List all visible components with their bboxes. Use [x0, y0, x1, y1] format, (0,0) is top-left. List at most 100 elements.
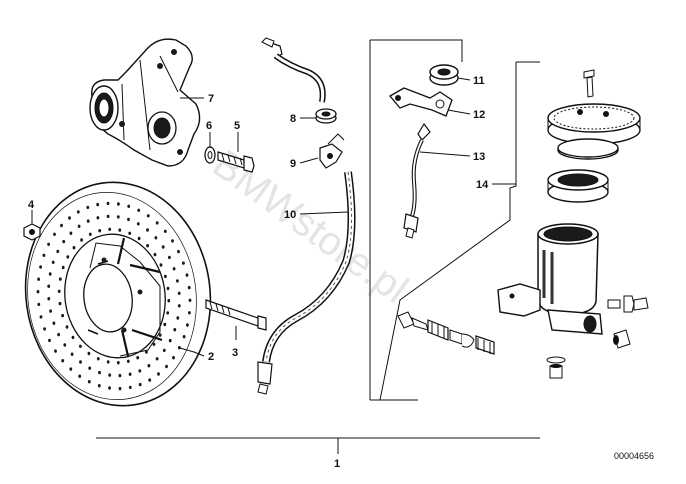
callout-8: 8 [290, 113, 296, 125]
disc-hole [42, 253, 46, 257]
disc-hole [155, 357, 159, 361]
disc-hole [148, 378, 152, 382]
disc-hole [37, 302, 41, 307]
disc-hole [166, 286, 170, 291]
disc-hole [72, 246, 76, 250]
disc-hole [57, 289, 61, 293]
disc-hole [68, 216, 71, 220]
disc-hole [136, 222, 140, 226]
disc-hole [96, 202, 100, 207]
callout-4: 4 [28, 199, 35, 211]
disc-hole [165, 364, 168, 369]
disc-hole [69, 367, 73, 371]
disc-hole [79, 360, 82, 364]
callout-11: 11 [473, 75, 485, 87]
disc-hole [177, 304, 181, 308]
disc-hole [118, 386, 122, 391]
disc-hole [108, 227, 112, 231]
disc-hole [138, 382, 142, 387]
disc-hole [118, 228, 122, 232]
disc-hole [49, 309, 52, 313]
disc-hole [61, 265, 65, 270]
disc-hole [98, 229, 102, 233]
callout-5: 5 [234, 120, 240, 132]
disc-hole [136, 356, 140, 360]
disc-hole [86, 205, 90, 210]
diaphragm-plate [557, 138, 619, 160]
disc-hole [36, 290, 40, 294]
disc-hole [176, 316, 180, 320]
disc-hole [155, 221, 159, 225]
disc-hole [80, 238, 83, 242]
disc-hole [164, 274, 167, 279]
disc-hole [57, 332, 60, 337]
disc-hole [177, 249, 180, 254]
disc-hole [116, 361, 120, 365]
callout-9: 9 [290, 158, 296, 170]
disc-hole [159, 263, 163, 267]
disc-hole [188, 311, 191, 315]
disc-hole [39, 315, 43, 319]
disc-hole [167, 299, 171, 303]
disc-hole [187, 285, 191, 290]
disc-hole [39, 265, 42, 269]
disc-hole [118, 373, 122, 378]
disc-hole [128, 385, 132, 390]
disc-hole [63, 343, 67, 347]
disc-hole [137, 236, 141, 241]
disc-holes [36, 201, 192, 391]
disc-hole [66, 255, 70, 259]
callout-10: 10 [284, 209, 296, 221]
disc-hole [154, 236, 158, 240]
disc-hole [188, 298, 192, 302]
disc-hole [108, 386, 111, 390]
disc-hole [153, 252, 157, 257]
disc-hole [53, 232, 56, 236]
disc-hole [158, 333, 162, 337]
diaphragm-seal [547, 169, 609, 203]
disc-hole [56, 249, 60, 254]
disc-hole [88, 232, 92, 236]
disc-hole [146, 228, 149, 232]
disc-hole [78, 374, 82, 378]
disc-hole [166, 311, 170, 315]
disc-hole [86, 219, 90, 223]
disc-hole [146, 214, 150, 218]
master-cylinder-body [497, 223, 603, 335]
disc-hole [106, 214, 110, 219]
disc-hole [71, 335, 75, 340]
disc-hole [52, 321, 56, 325]
leader-lines [31, 77, 540, 454]
disc-hole [138, 369, 142, 373]
grommet [315, 108, 337, 124]
disc-hole [58, 301, 62, 306]
callout-3: 3 [232, 347, 238, 359]
callout-1: 1 [334, 458, 340, 470]
disc-hole [157, 372, 160, 376]
disc-hole [108, 373, 112, 377]
bleeder-screw [607, 295, 649, 313]
callout-14: 14 [476, 179, 489, 191]
disc-hole [76, 210, 80, 214]
disc-hole [88, 366, 92, 370]
disc-hole [168, 338, 172, 343]
brake-caliper [89, 38, 201, 167]
disc-hole [43, 327, 46, 331]
group-bracket [369, 39, 540, 401]
disc-hole [47, 284, 51, 288]
disc-hole [69, 231, 73, 235]
cap-screw [583, 69, 595, 98]
disc-hole [65, 325, 69, 329]
disc-hole [48, 338, 51, 343]
disc-hole [61, 313, 64, 318]
disc-hole [128, 372, 132, 376]
dust-cap [613, 329, 631, 349]
disc-hole [77, 224, 81, 228]
callout-13: 13 [473, 151, 485, 163]
disc-hole [127, 217, 130, 222]
callout-labels: 1 2 3 4 5 6 7 8 9 10 11 12 13 14 [28, 75, 489, 470]
callout-7: 7 [208, 93, 214, 105]
disc-hole [182, 335, 186, 339]
disc-hole [145, 350, 148, 354]
